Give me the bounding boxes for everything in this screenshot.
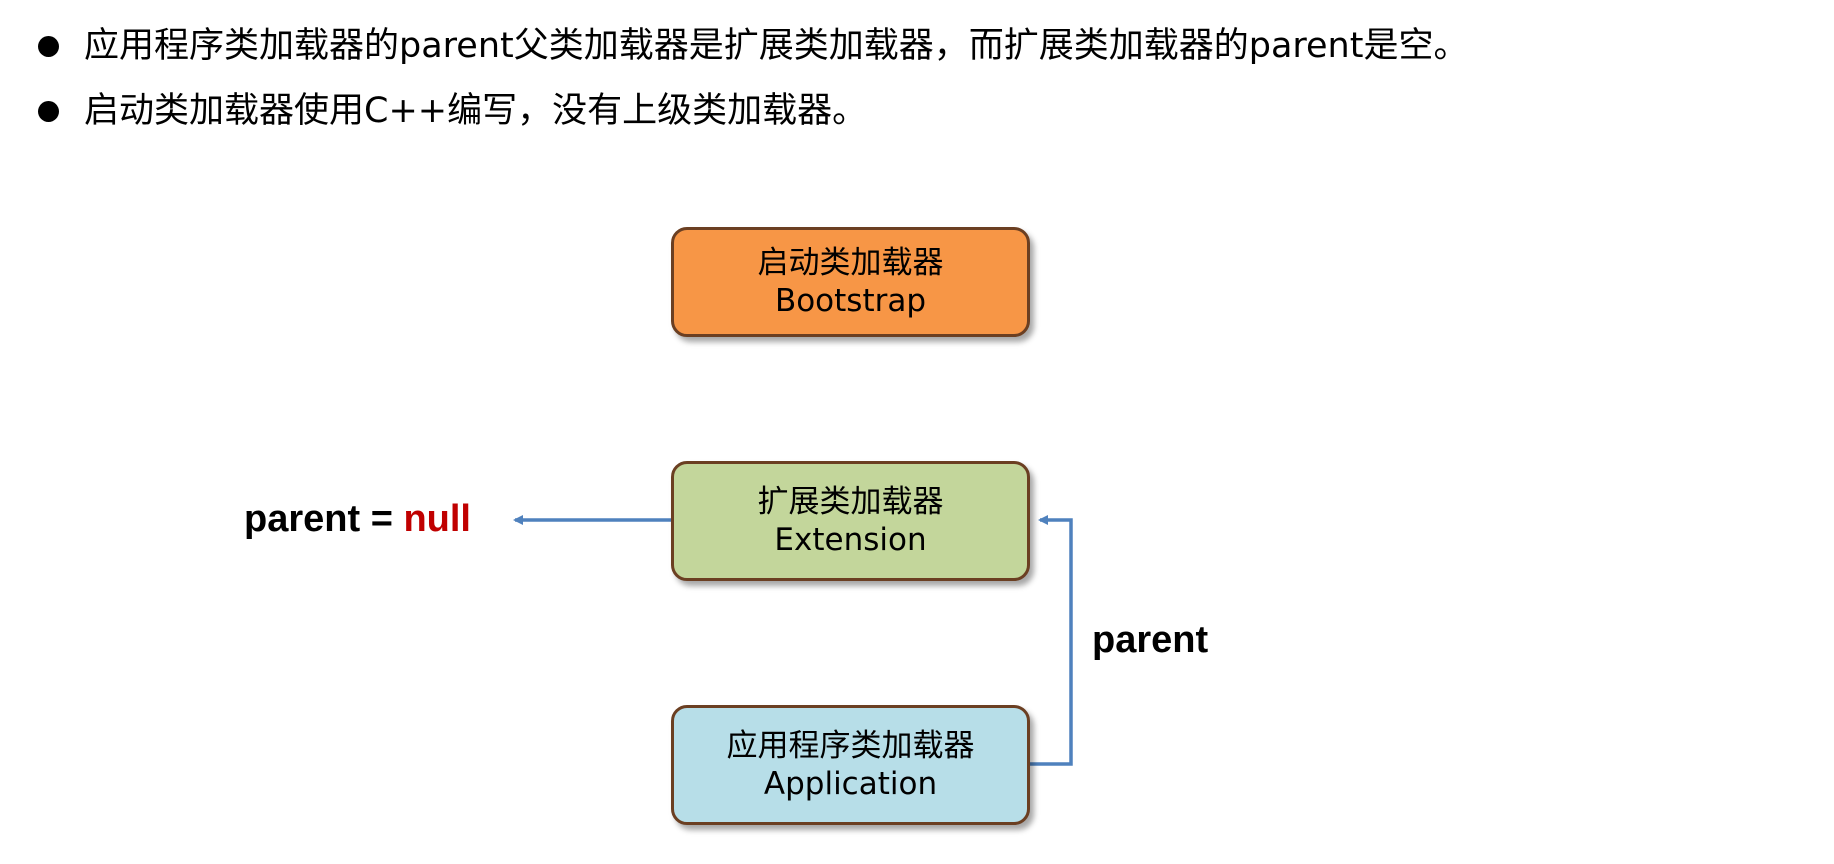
extension-loader-box: 扩展类加载器 Extension [671,461,1030,581]
bullet-text-1: 应用程序类加载器的parent父类加载器是扩展类加载器，而扩展类加载器的pare… [84,26,1469,66]
bullet-dot-icon [38,36,59,57]
extension-title: 扩展类加载器 [757,484,944,520]
null-value: null [403,498,471,540]
bootstrap-title: 启动类加载器 [757,245,944,281]
bullet-item-2: 启动类加载器使用C++编写，没有上级类加载器。 [38,87,1468,135]
application-loader-box: 应用程序类加载器 Application [671,705,1030,825]
bootstrap-subtitle: Bootstrap [774,283,927,319]
application-to-extension-arrow [1030,515,1073,766]
bullet-item-1: 应用程序类加载器的parent父类加载器是扩展类加载器，而扩展类加载器的pare… [38,22,1468,70]
bullet-text-2: 启动类加载器使用C++编写，没有上级类加载器。 [84,91,868,131]
bullet-list: 应用程序类加载器的parent父类加载器是扩展类加载器，而扩展类加载器的pare… [38,22,1468,152]
parent-null-prefix: parent = [244,498,404,540]
application-title: 应用程序类加载器 [726,728,975,764]
bullet-dot-icon [38,101,59,122]
extension-subtitle: Extension [774,522,927,558]
application-subtitle: Application [763,766,938,802]
parent-null-label: parent = null [244,497,471,541]
parent-arrow-label: parent [1092,619,1209,661]
bootstrap-loader-box: 启动类加载器 Bootstrap [671,227,1030,337]
